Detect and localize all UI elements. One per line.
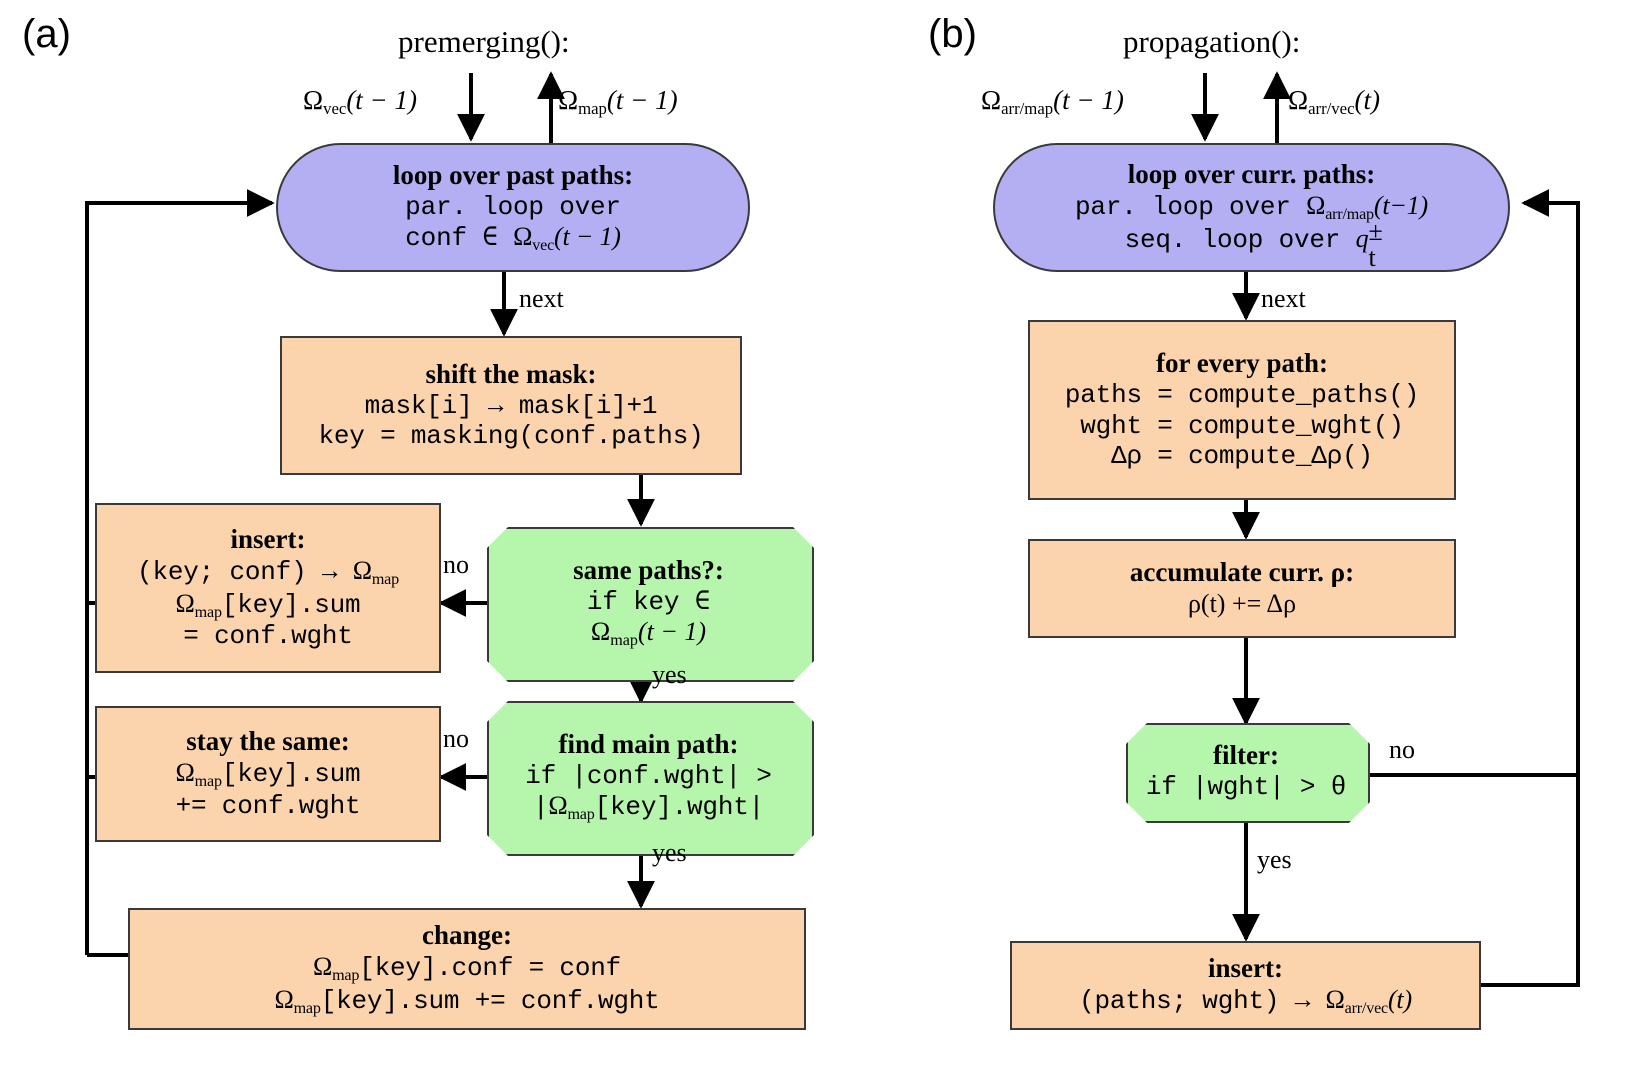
node-header: filter: [1213,739,1279,770]
node-line-2: Ωmap[key].sum [175,588,361,621]
node-line-3: = conf.wght [183,621,353,652]
panel-b-input-label: Ωarr/map(t − 1) [981,85,1124,119]
edge-label-a-no-2: no [443,724,469,753]
node-line-1: Ωmap[key].sum [175,758,361,790]
node-line-2: |Ωmap[key].wght| [532,791,765,824]
panel-b-title: propagation(): [1123,24,1301,59]
node-header: find main path: [558,728,739,759]
node-header: same paths?: [573,554,724,585]
node-line-1: Ωmap[key].conf = conf [312,952,622,984]
node-header: insert: [1208,953,1283,984]
panel-b-output-label: Ωarr/vec(t) [1288,85,1381,119]
octagon-shape [1126,723,1370,823]
node-line-1: mask[i] → mask[i]+1 [364,390,658,421]
node-filter-decision[interactable]: filter: if |wght| > θ [1126,723,1366,819]
node-accumulate-curr[interactable]: accumulate curr. ρ: ρ(t) += Δρ [1028,539,1456,638]
node-line-1: ρ(t) += Δρ [1187,589,1297,619]
node-loop-over-past-paths[interactable]: loop over past paths: par. loop over con… [276,143,750,272]
node-line-1: if |conf.wght| > [525,760,772,791]
node-line-2: wght = compute_wght() [1080,410,1404,441]
edge-label-a-yes-2: yes [652,838,687,867]
edge-label-b-next: next [1261,284,1306,313]
node-line-2: key = masking(conf.paths) [318,421,704,452]
panel-a-label: (a) [22,12,71,56]
node-same-paths-decision[interactable]: same paths?: if key ∈ Ωmap(t − 1) [487,527,810,678]
edge-a-return-bus [85,189,275,955]
node-header: shift the mask: [425,358,597,389]
node-line-1: par. loop over [405,191,621,222]
node-line-2: conf ∈ Ωvec(t − 1) [405,222,621,255]
node-header: for every path: [1156,348,1328,379]
node-header: loop over past paths: [392,159,634,190]
node-line-2: seq. loop over q±t [1124,217,1383,273]
node-line-1: (key; conf) → Ωmap [137,555,399,588]
node-line-1: if key ∈ [586,586,711,617]
node-line-1: if |wght| > θ [1145,771,1347,802]
node-line-1: paths = compute_paths() [1064,379,1420,410]
node-header: accumulate curr. ρ: [1129,557,1355,588]
node-change[interactable]: change: Ωmap[key].conf = conf Ωmap[key].… [128,908,806,1030]
edge-label-a-no-1: no [443,550,469,579]
node-for-every-path[interactable]: for every path: paths = compute_paths() … [1028,320,1456,500]
node-header: insert: [230,523,306,554]
edge-label-a-yes-1: yes [652,660,687,689]
node-insert-b[interactable]: insert: (paths; wght) → Ωarr/vec(t) [1010,941,1481,1030]
node-header: loop over curr. paths: [1127,159,1376,190]
node-header: change: [422,920,512,951]
octagon-shape [487,527,814,682]
panel-b-label: (b) [928,12,977,56]
node-find-main-path-decision[interactable]: find main path: if |conf.wght| > |Ωmap[k… [487,701,810,852]
node-stay-the-same[interactable]: stay the same: Ωmap[key].sum += conf.wgh… [95,706,441,842]
edge-label-b-no: no [1389,735,1415,764]
panel-a-title: premerging(): [398,24,570,59]
panel-a-input-label: Ωvec(t − 1) [303,85,418,119]
node-header: stay the same: [186,726,350,757]
node-line-2: += conf.wght [175,791,361,822]
panel-a-output-label: Ωmap(t − 1) [558,85,678,119]
node-line-2: Ωmap(t − 1) [590,617,707,650]
edge-label-b-yes: yes [1257,845,1292,874]
edge-b-return-bus [1481,189,1580,987]
node-line-1: (paths; wght) → Ωarr/vec(t) [1079,985,1412,1017]
node-line-2: Ωmap[key].sum += conf.wght [274,984,660,1017]
octagon-shape [487,701,814,856]
node-line-3: Δρ = compute_Δρ() [1111,441,1373,472]
node-shift-the-mask[interactable]: shift the mask: mask[i] → mask[i]+1 key … [280,336,742,475]
q-sub-sup: ±t [1368,217,1383,273]
edge-label-a-next: next [519,284,564,313]
node-loop-over-curr-paths[interactable]: loop over curr. paths: par. loop over Ωa… [993,143,1510,272]
node-insert-a[interactable]: insert: (key; conf) → Ωmap Ωmap[key].sum… [95,503,441,673]
node-line-1: par. loop over Ωarr/map(t−1) [1075,191,1428,223]
